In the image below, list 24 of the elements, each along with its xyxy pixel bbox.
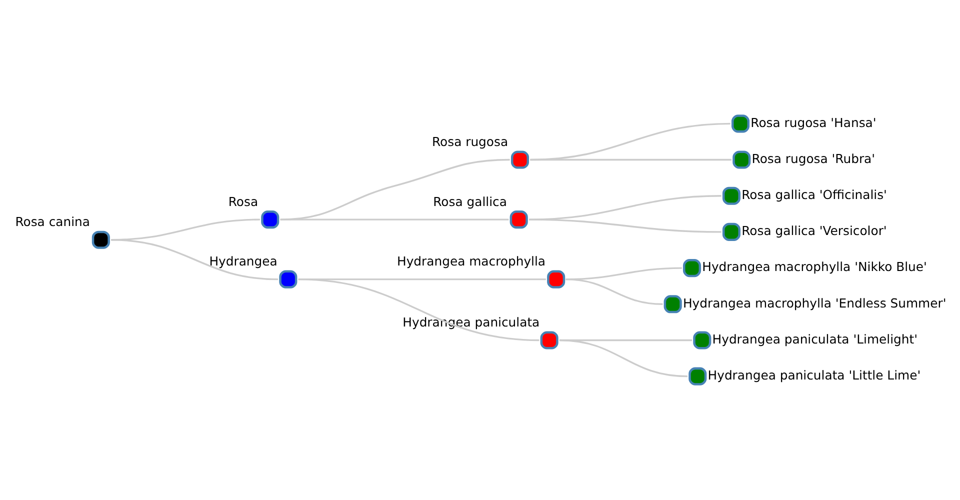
node-label: Rosa rugosa bbox=[431, 134, 508, 149]
node-label: Rosa bbox=[228, 194, 258, 209]
node-label: Rosa gallica bbox=[432, 194, 506, 209]
node-label: Hydrangea bbox=[208, 254, 277, 269]
node-label: Hydrangea paniculata 'Little Lime' bbox=[707, 367, 920, 382]
node-label: Rosa gallica 'Officinalis' bbox=[741, 187, 886, 202]
connector bbox=[530, 158, 731, 161]
connector bbox=[558, 339, 688, 378]
node-label: Rosa canina bbox=[14, 214, 90, 230]
connector bbox=[110, 239, 278, 280]
node-label: Hydrangea paniculata bbox=[402, 314, 540, 330]
node-label: Rosa rugosa 'Rubra' bbox=[751, 150, 875, 166]
connector bbox=[565, 278, 662, 305]
node-label: Hydrangea macrophylla bbox=[396, 254, 546, 269]
connector bbox=[298, 278, 539, 342]
node-label: Rosa rugosa 'Hansa' bbox=[750, 114, 876, 130]
node-label: Rosa gallica 'Versicolor' bbox=[741, 223, 886, 238]
connector bbox=[530, 122, 730, 161]
node-label: Hydrangea paniculata 'Limelight' bbox=[712, 331, 918, 346]
node-label: Hydrangea macrophylla 'Endless Summer' bbox=[682, 295, 946, 310]
connector bbox=[280, 158, 510, 220]
node-label: Hydrangea macrophylla 'Nikko Blue' bbox=[702, 259, 926, 274]
connector bbox=[528, 218, 721, 233]
connector bbox=[280, 218, 508, 220]
